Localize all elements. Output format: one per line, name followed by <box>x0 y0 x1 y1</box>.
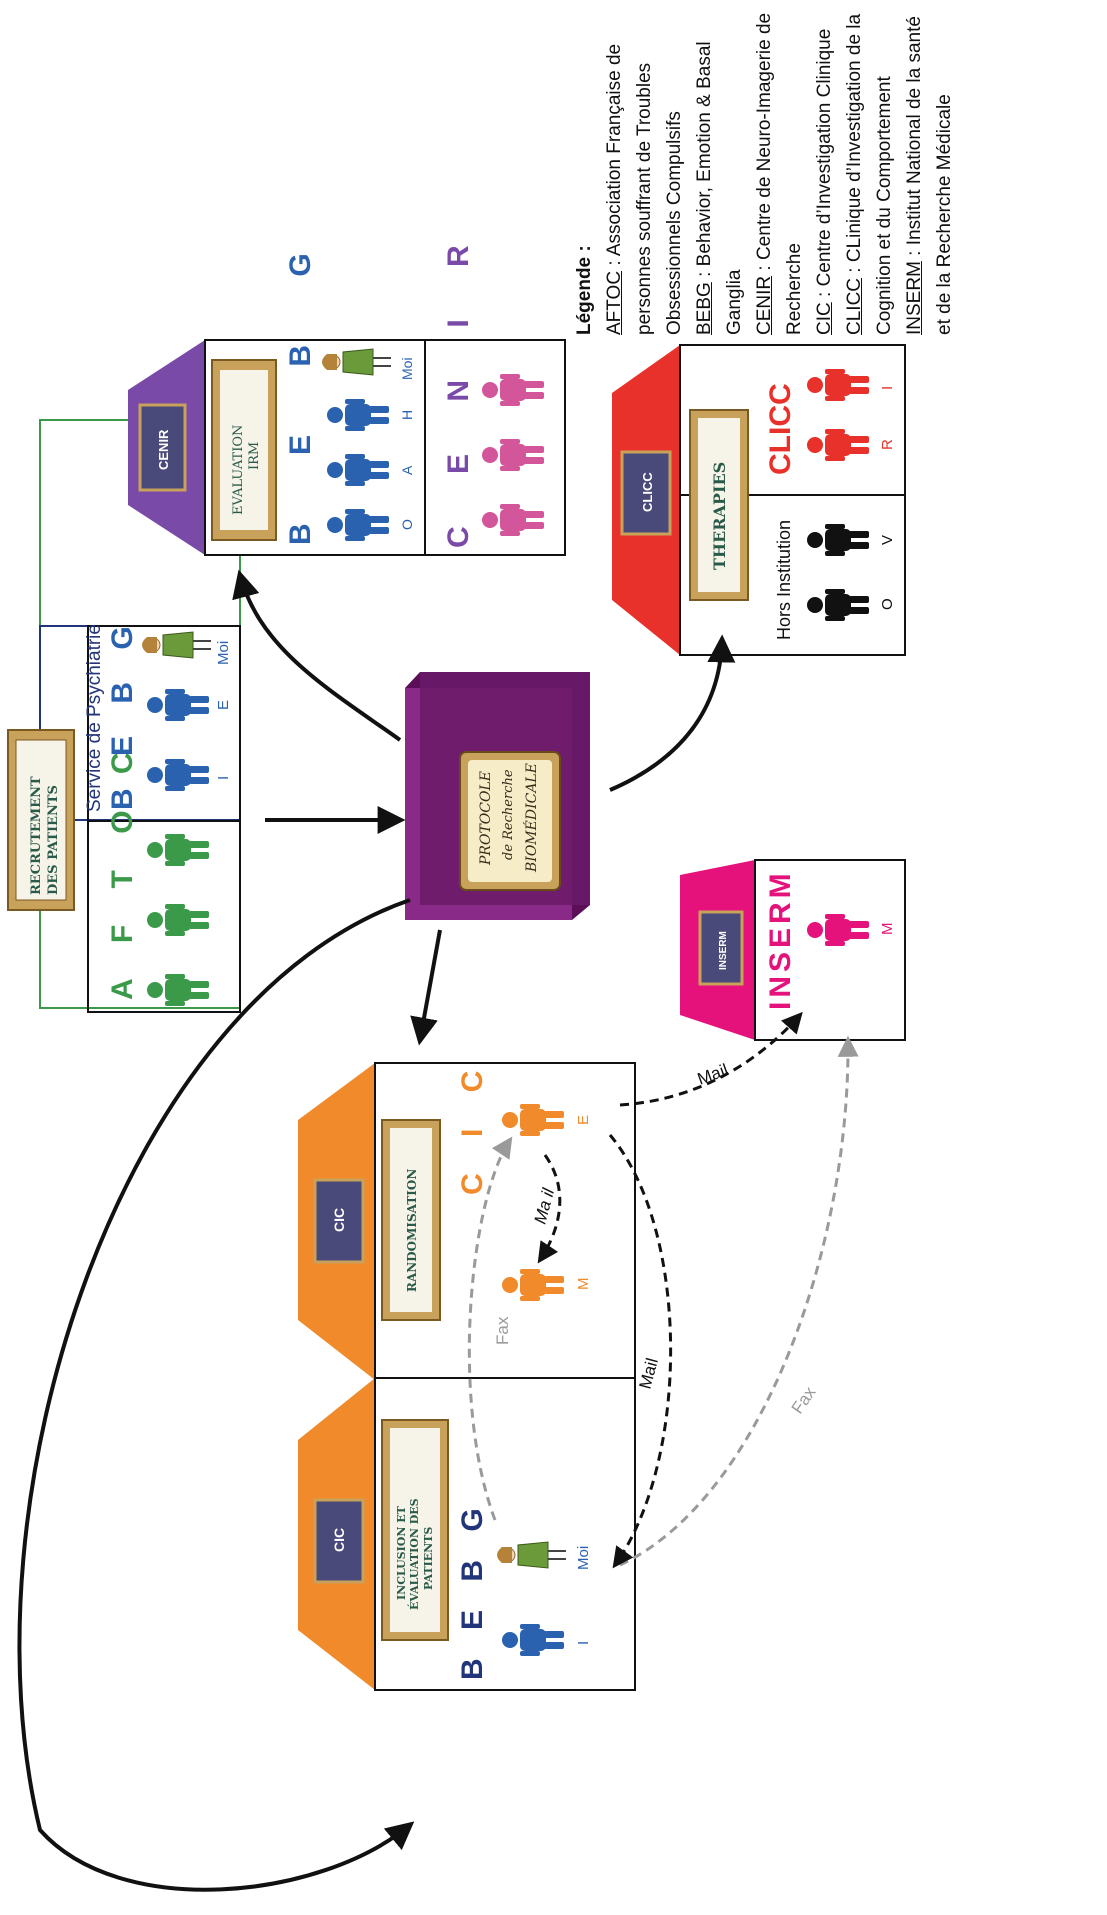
cic-rando-sign: RANDOMISATION <box>381 1119 441 1321</box>
cic-rando-roof-sign: CIC <box>313 1178 365 1264</box>
hors-person-v-label: V <box>879 535 896 545</box>
legend-entry-aftoc: AFTOC : Association Française de personn… <box>600 5 690 335</box>
clicc-building: CLICC THERAPIES Hors Institution O V CLI… <box>612 344 906 656</box>
clicc-roof-sign: CLICC <box>620 450 672 536</box>
cic-inclusion-roof-sign: CIC <box>313 1498 365 1584</box>
protocol-line2: de Recherche <box>501 769 516 860</box>
inserm-building: INSERM INSERM M <box>680 859 906 1041</box>
cic-inclusion-sign-line1: INCLUSION ET <box>395 1505 408 1600</box>
cenir-person-o-label: O <box>399 519 415 530</box>
arrow-protocol-to-cenir <box>232 569 402 742</box>
clicc-roof-label: CLICC <box>640 472 655 512</box>
recruitment-sign: RECRUTEMENT DES PATIENTS <box>7 729 75 911</box>
arrow-moi-to-e-fax <box>467 1136 513 1521</box>
cic-rando-sign-label: RANDOMISATION <box>405 1169 419 1292</box>
legend-entry-clicc: CLICC : CLinique d’Investigation de la C… <box>840 5 900 335</box>
arrow-moi-to-inserm-fax <box>619 1035 859 1567</box>
inserm-roof-label: INSERM <box>718 931 729 970</box>
arrow-protocol-to-cic-rando <box>410 929 442 1046</box>
inserm-roof-sign: INSERM <box>698 910 744 986</box>
cenir-person-moi-label: Moi <box>399 357 415 380</box>
cic-inclusion-roof-label: CIC <box>331 1528 347 1552</box>
legend-abbr-aftoc: AFTOC <box>604 270 625 335</box>
cic-rando-building: CIC RANDOMISATION C I C M E <box>298 1057 636 1380</box>
cenir-sign-line1: EVALUATION <box>231 425 246 515</box>
cic-inclusion-person-i-label: I <box>575 1641 592 1645</box>
cenir-person-a-label: A <box>399 465 415 475</box>
recruitment-sign-line1: RECRUTEMENT <box>29 776 44 895</box>
recruitment-person-moi-label: Moi <box>215 641 232 665</box>
clicc-sign: THERAPIES <box>689 409 749 601</box>
cic-rando-roof-label: CIC <box>331 1208 347 1232</box>
legend: Légende : AFTOC : Association Française … <box>570 5 960 335</box>
cenir-bebg-label: B E B G <box>284 223 317 545</box>
cenir-cenir-label: C E N I R <box>442 223 475 548</box>
cenir-roof-label: CENIR <box>156 429 171 470</box>
protocol-plaque: PROTOCOLE de Recherche BIOMÉDICALE <box>459 751 561 891</box>
legend-entry-cic: CIC : Centre d’Investigation Clinique <box>810 5 840 335</box>
legend-abbr-cic: CIC <box>814 302 835 335</box>
cic-inclusion-person-moi-label: Moi <box>575 1546 592 1570</box>
protocol-box: PROTOCOLE de Recherche BIOMÉDICALE <box>405 672 590 920</box>
legend-entry-bebg: BEBG : Behavior, Emotion & Basal Ganglia <box>690 5 750 335</box>
service-psychiatrie-label: Service de Psychiatrie <box>84 624 105 812</box>
arrow-e-to-inserm-mail <box>619 1011 803 1107</box>
cenir-sign: EVALUATION IRM <box>211 359 277 541</box>
cic-inclusion-sign-line3: PATIENTS <box>422 1527 435 1590</box>
legend-abbr-bebg: BEBG <box>694 282 715 335</box>
inserm-person-m-label: M <box>879 923 896 936</box>
clicc-person-r-label: R <box>879 439 896 450</box>
recruitment-person-e-label: E <box>215 700 232 710</box>
legend-abbr-cenir: CENIR <box>754 275 775 335</box>
legend-text-cic: : Centre d’Investigation Clinique <box>814 28 835 303</box>
legend-abbr-inserm: INSERM <box>904 261 925 335</box>
legend-entry-cenir: CENIR : Centre de Neuro-Imagerie de Rech… <box>750 5 810 335</box>
flow-arrows <box>17 569 859 1892</box>
cenir-roof-sign: CENIR <box>138 403 187 492</box>
recruitment-divider <box>88 820 240 822</box>
legend-entry-inserm: INSERM : Institut National de la santé e… <box>900 5 960 335</box>
legend-title: Légende : <box>574 245 595 335</box>
legend-abbr-clicc: CLICC <box>844 277 865 335</box>
cic-rando-person-e-label: E <box>575 1115 592 1125</box>
recruitment-sign-line2: DES PATIENTS <box>46 785 61 895</box>
hors-institution-label: Hors Institution <box>774 520 794 640</box>
cic-rando-label: C I C <box>456 1057 489 1195</box>
clicc-person-i-label: I <box>879 386 896 390</box>
cic-inclusion-building: CIC INCLUSION ET ÉVALUATION DES PATIENTS… <box>298 1377 636 1691</box>
arrow-recruitment-to-cic-inclusion <box>17 898 415 1892</box>
cic-inclusion-bebg-label: B E B G <box>456 1498 489 1680</box>
flow-label-fax-moi: Fax <box>493 1316 512 1345</box>
cenir-sign-line2: IRM <box>247 442 262 470</box>
aftoc-label: A F T O C <box>106 738 139 1000</box>
flow-label-mail-moi: Mail <box>636 1356 662 1391</box>
arrow-e-to-moi-mail <box>608 1134 673 1569</box>
cenir-building: CENIR EVALUATION IRM B E B G O A H Moi C… <box>128 223 566 556</box>
flow-label-mail-inserm: Mail <box>695 1060 731 1089</box>
recruitment-person-i-label: I <box>215 776 232 780</box>
hors-person-o-label: O <box>879 598 896 610</box>
protocol-line1: PROTOCOLE <box>478 771 494 866</box>
clicc-label: CLICC <box>764 383 797 475</box>
flow-label-fax-inserm: Fax <box>788 1383 820 1418</box>
protocol-line3: BIOMÉDICALE <box>522 763 540 873</box>
cenir-person-h-label: H <box>399 410 415 420</box>
inserm-label: INSERM <box>764 869 797 1010</box>
cic-rando-person-m-label: M <box>575 1278 592 1291</box>
cic-inclusion-sign: INCLUSION ET ÉVALUATION DES PATIENTS <box>381 1419 449 1641</box>
cic-inclusion-sign-line2: ÉVALUATION DES <box>407 1498 421 1610</box>
arrow-protocol-to-clicc <box>609 634 736 792</box>
clicc-sign-label: THERAPIES <box>710 462 729 570</box>
recruitment-bebg-label: B E B G <box>106 614 139 810</box>
